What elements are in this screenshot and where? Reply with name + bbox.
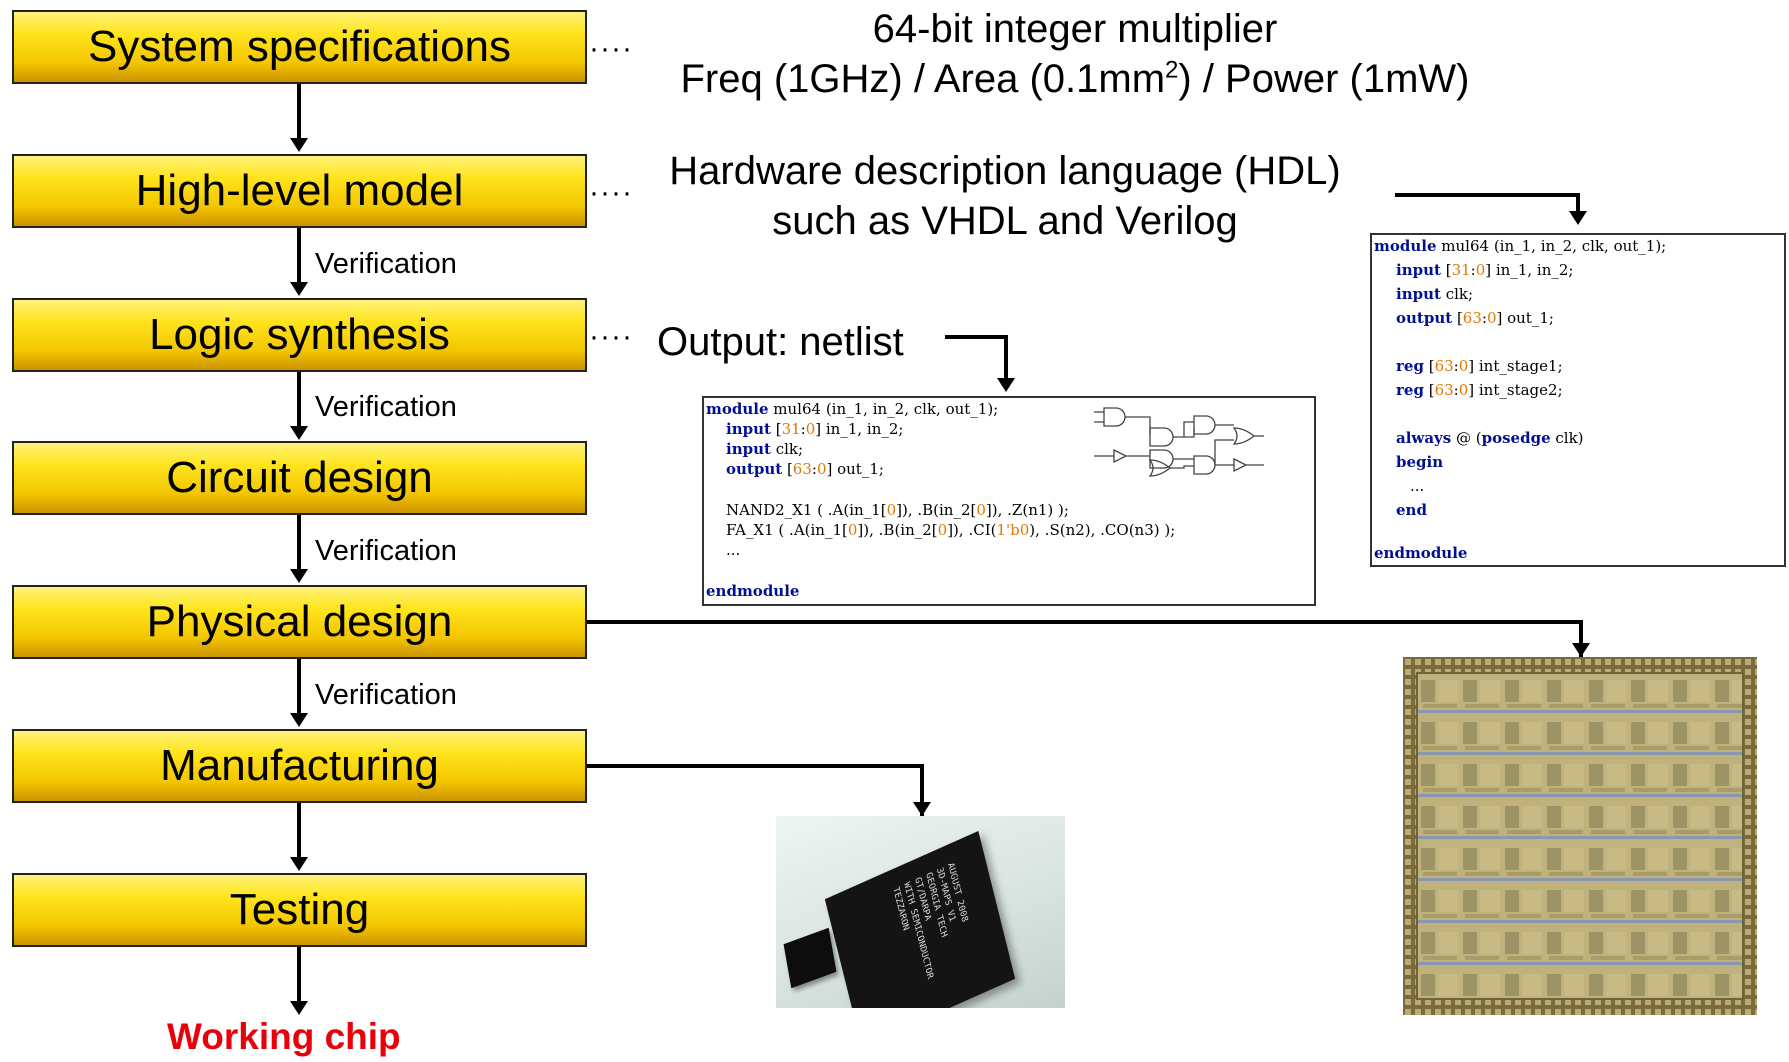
physical-design-arrowhead bbox=[1572, 643, 1590, 657]
stage-label: High-level model bbox=[135, 166, 464, 215]
stage-manufacturing: Manufacturing bbox=[12, 729, 587, 803]
hdl-annotation: Hardware description language (HDL) such… bbox=[640, 146, 1370, 246]
verification-label: Verification bbox=[315, 679, 457, 711]
netlist-label: Output: netlist bbox=[657, 320, 904, 364]
flow-arrow-line bbox=[297, 372, 301, 426]
hdl-connector-line bbox=[1395, 193, 1580, 197]
spec-line-1: 64-bit integer multiplier bbox=[872, 7, 1278, 51]
verification-label: Verification bbox=[315, 391, 457, 423]
stage-system-specifications: System specifications bbox=[12, 10, 587, 84]
dotted-leader: ···· bbox=[589, 32, 633, 65]
bare-die bbox=[783, 927, 837, 989]
stage-label: Logic synthesis bbox=[149, 310, 450, 359]
hdl-line-2: such as VHDL and Verilog bbox=[772, 199, 1238, 243]
logic-gate-schematic bbox=[1094, 407, 1264, 477]
working-chip-label: Working chip bbox=[167, 1016, 401, 1057]
flow-arrowhead bbox=[290, 138, 308, 152]
die-layout-graphic bbox=[1403, 657, 1757, 1015]
hdl-arrowhead bbox=[1569, 211, 1587, 225]
stage-testing: Testing bbox=[12, 873, 587, 947]
hdl-connector-line bbox=[1576, 193, 1580, 211]
manufacturing-connector-line bbox=[920, 764, 924, 816]
flow-arrowhead bbox=[290, 713, 308, 727]
stage-label: Manufacturing bbox=[160, 741, 439, 790]
netlist-code-panel: module mul64 (in_1, in_2, clk, out_1); i… bbox=[702, 396, 1316, 606]
flow-arrow-line bbox=[297, 659, 301, 713]
flow-arrowhead bbox=[290, 282, 308, 296]
flow-arrow-line bbox=[297, 947, 301, 1001]
flow-arrowhead bbox=[290, 1001, 308, 1015]
dotted-leader: ···· bbox=[589, 176, 633, 209]
spec-annotation: 64-bit integer multiplier Freq (1GHz) / … bbox=[640, 4, 1510, 104]
spec-line-2: Freq (1GHz) / Area (0.1mm2) / Power (1mW… bbox=[680, 56, 1470, 101]
stage-label: Circuit design bbox=[166, 453, 433, 502]
verification-label: Verification bbox=[315, 248, 457, 280]
stage-label: System specifications bbox=[87, 22, 512, 71]
flow-arrowhead bbox=[290, 426, 308, 440]
physical-design-connector-line bbox=[1579, 620, 1583, 657]
dotted-leader: ···· bbox=[589, 320, 633, 353]
stage-circuit-design: Circuit design bbox=[12, 441, 587, 515]
manufacturing-arrowhead bbox=[913, 802, 931, 816]
flow-arrow-line bbox=[297, 84, 301, 138]
physical-design-connector-line bbox=[587, 620, 1583, 624]
manufacturing-connector-line bbox=[587, 764, 924, 768]
netlist-connector-line bbox=[945, 335, 1008, 339]
netlist-connector-line bbox=[1004, 335, 1008, 378]
flow-arrow-line bbox=[297, 228, 301, 282]
hdl-code-panel: module mul64 (in_1, in_2, clk, out_1); i… bbox=[1370, 233, 1786, 567]
stage-high-level-model: High-level model bbox=[12, 154, 587, 228]
verification-label: Verification bbox=[315, 535, 457, 567]
stage-logic-synthesis: Logic synthesis bbox=[12, 298, 587, 372]
flow-arrowhead bbox=[290, 569, 308, 583]
stage-label: Testing bbox=[229, 885, 370, 934]
flow-arrow-line bbox=[297, 515, 301, 569]
chip-die-photo bbox=[1403, 657, 1757, 1015]
netlist-arrowhead bbox=[997, 378, 1015, 392]
stage-label: Physical design bbox=[146, 597, 453, 646]
flow-arrow-line bbox=[297, 803, 301, 857]
flow-arrowhead bbox=[290, 857, 308, 871]
stage-physical-design: Physical design bbox=[12, 585, 587, 659]
hdl-line-1: Hardware description language (HDL) bbox=[669, 149, 1341, 193]
